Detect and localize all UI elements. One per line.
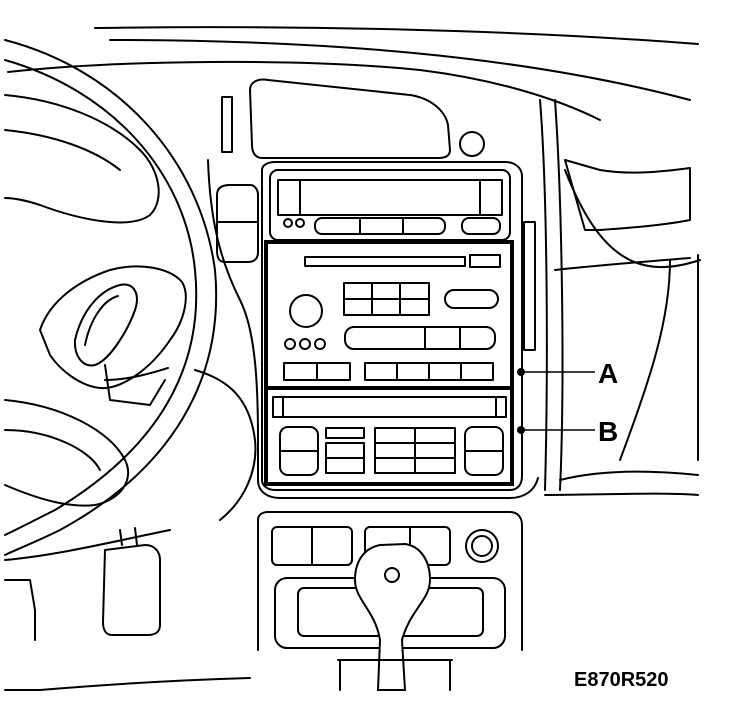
dashboard-top-edge — [7, 26, 699, 121]
steering-wheel — [4, 39, 218, 556]
radio-unit-a — [264, 240, 514, 390]
display-unit — [269, 169, 511, 241]
center-top-vent — [249, 78, 485, 159]
left-vent — [216, 96, 259, 263]
right-dashboard — [544, 159, 701, 496]
steering-column — [4, 369, 257, 561]
figure-code: E870R520 — [574, 669, 669, 691]
callout-b: B — [517, 416, 618, 447]
right-vertical-slot — [523, 221, 536, 351]
callout-a-label: A — [598, 358, 618, 389]
center-console-frame — [207, 99, 564, 499]
lower-console — [257, 511, 523, 691]
callout-a: A — [517, 358, 618, 389]
callout-b-label: B — [598, 416, 618, 447]
pedal-and-trim — [4, 527, 251, 691]
climate-unit-b — [264, 386, 514, 486]
